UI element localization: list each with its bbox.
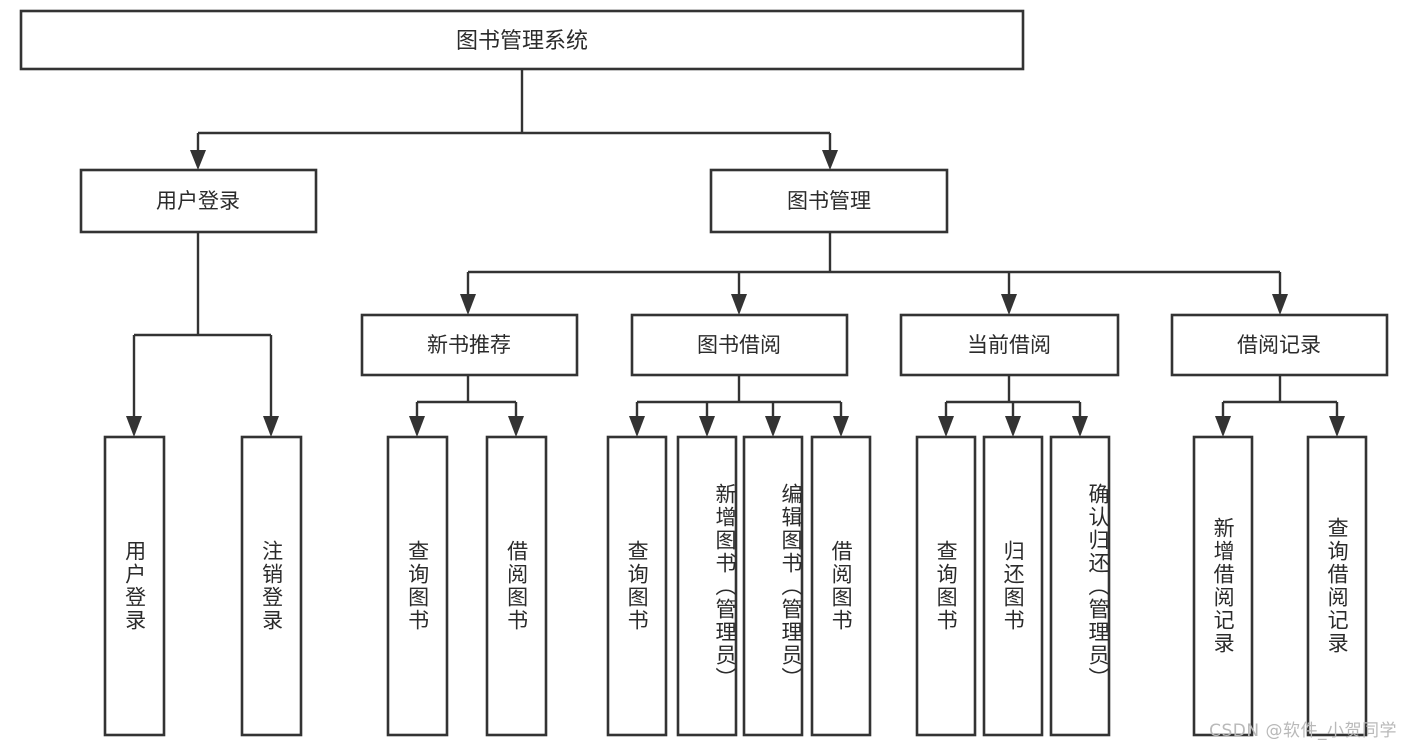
leaf-confirm-return-box[interactable] <box>1049 435 1111 737</box>
arrow-head-leaf-user-login <box>126 416 142 437</box>
arrow-head-leaf-query-book-2 <box>629 416 645 437</box>
arrow-head-book-management <box>822 150 838 170</box>
leaf-query-book-3-box[interactable] <box>915 435 977 737</box>
leaf-user-login-box[interactable] <box>103 435 166 737</box>
leaf-add-record-box[interactable] <box>1192 435 1254 737</box>
node-new-book-recommend[interactable]: 新书推荐 <box>360 313 579 377</box>
node-borrow-record-label: 借阅记录 <box>1237 333 1321 357</box>
leaf-query-record-box[interactable] <box>1306 435 1368 737</box>
node-root-box[interactable] <box>19 9 1025 71</box>
connectors-book-borrow-to-leaves <box>629 375 849 437</box>
arrow-head-leaf-query-record <box>1329 416 1345 437</box>
node-root[interactable]: 图书管理系统 <box>19 9 1025 71</box>
arrow-head-leaf-borrow-book-2 <box>833 416 849 437</box>
node-root-label: 图书管理系统 <box>456 29 588 54</box>
node-book-borrow-box[interactable] <box>630 313 849 377</box>
csdn-watermark: CSDN @软件_小贺同学 <box>1209 721 1397 741</box>
node-book-management[interactable]: 图书管理 <box>709 168 949 234</box>
arrow-head-user-login <box>190 150 206 170</box>
node-new-book-recommend-label: 新书推荐 <box>427 333 511 357</box>
connectors-borrow-record-to-leaves <box>1215 375 1345 437</box>
leaf-edit-book-box[interactable] <box>742 435 804 737</box>
leaf-logout-box[interactable] <box>240 435 303 737</box>
arrow-head-leaf-logout <box>263 416 279 437</box>
arrow-head-new-book <box>460 294 476 315</box>
leaf-query-book-2-box[interactable] <box>606 435 668 737</box>
connectors-current-borrow-to-leaves <box>938 375 1088 437</box>
arrow-head-leaf-return-book <box>1005 416 1021 437</box>
node-user-login[interactable]: 用户登录 <box>79 168 318 234</box>
node-borrow-record[interactable]: 借阅记录 <box>1170 313 1389 377</box>
node-user-login-box[interactable] <box>79 168 318 234</box>
arrow-head-leaf-add-record <box>1215 416 1231 437</box>
connectors-book-management-to-level2 <box>460 232 1288 315</box>
leaf-borrow-book-1-box[interactable] <box>485 435 548 737</box>
node-current-borrow-label: 当前借阅 <box>967 333 1051 357</box>
node-book-management-box[interactable] <box>709 168 949 234</box>
arrow-head-current-borrow <box>1001 294 1017 315</box>
leaf-borrow-book-2-box[interactable] <box>810 435 872 737</box>
arrow-head-leaf-query-book-1 <box>409 416 425 437</box>
arrow-head-leaf-add-book <box>699 416 715 437</box>
arrow-head-book-borrow <box>731 294 747 315</box>
node-new-book-recommend-box[interactable] <box>360 313 579 377</box>
connectors-user-login-to-leaves <box>126 232 279 437</box>
node-borrow-record-box[interactable] <box>1170 313 1389 377</box>
connectors-root-to-level1 <box>190 69 838 170</box>
leaf-return-book-box[interactable] <box>982 435 1044 737</box>
node-book-management-label: 图书管理 <box>787 189 871 213</box>
node-current-borrow[interactable]: 当前借阅 <box>899 313 1120 377</box>
node-user-login-label: 用户登录 <box>156 189 240 213</box>
arrow-head-leaf-confirm-return <box>1072 416 1088 437</box>
arrow-head-leaf-query-book-3 <box>938 416 954 437</box>
leaf-add-book-box[interactable] <box>676 435 738 737</box>
leaf-query-book-1-box[interactable] <box>386 435 449 737</box>
node-book-borrow-label: 图书借阅 <box>697 333 781 357</box>
connectors-new-book-to-leaves <box>409 375 524 437</box>
arrow-head-leaf-edit-book <box>765 416 781 437</box>
arrow-head-leaf-borrow-book-1 <box>508 416 524 437</box>
node-book-borrow[interactable]: 图书借阅 <box>630 313 849 377</box>
arrow-head-borrow-record <box>1272 294 1288 315</box>
leaf-boxes <box>103 435 1368 737</box>
node-current-borrow-box[interactable] <box>899 313 1120 377</box>
